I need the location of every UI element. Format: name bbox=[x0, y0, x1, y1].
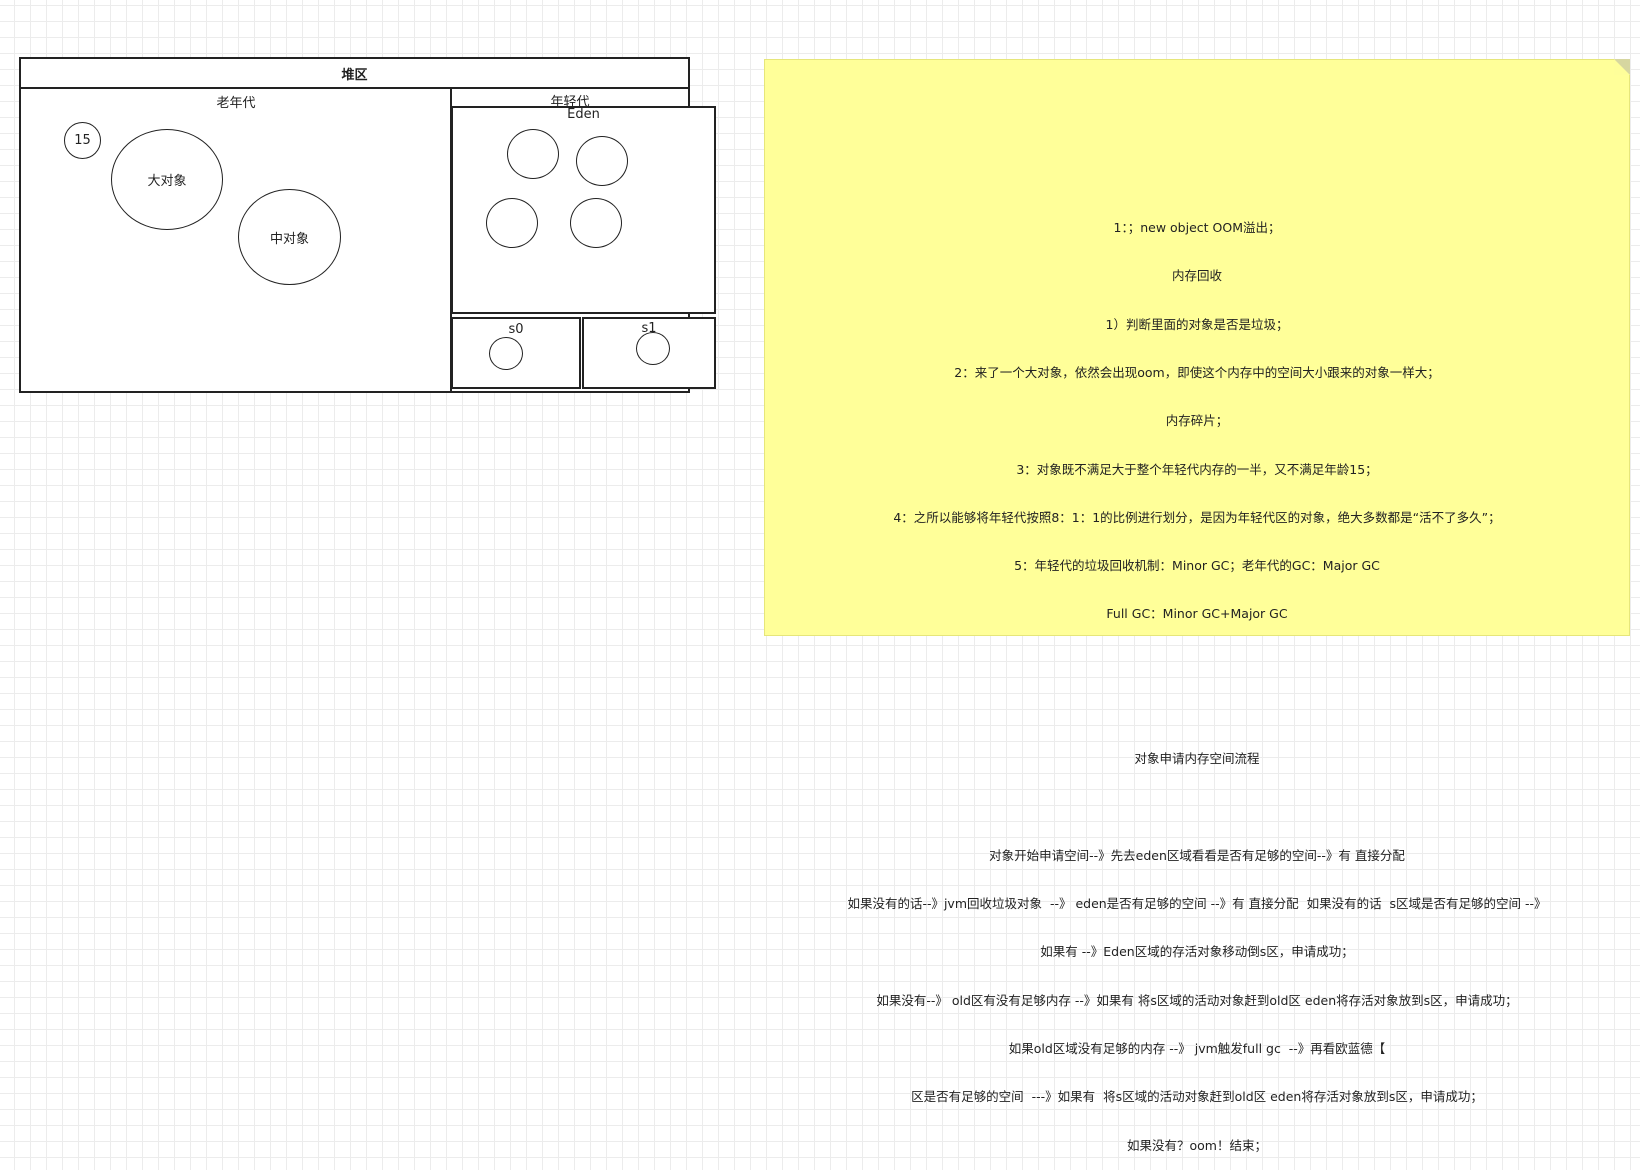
eden-label: Eden bbox=[567, 107, 600, 122]
large-object: 大对象 bbox=[111, 129, 223, 230]
s1-object bbox=[636, 332, 670, 365]
note-line-5: 内存碎片； bbox=[1165, 413, 1229, 429]
note-line-18: 如果old区域没有足够的内存 --》 jvm触发full gc --》再看欧蓝德… bbox=[1008, 1040, 1386, 1056]
eden-object-3 bbox=[486, 198, 538, 248]
note-line-4: 2：来了一个大对象，依然会出现oom，即使这个内存中的空间大小跟来的对象一样大； bbox=[954, 365, 1440, 381]
note-line-13 bbox=[764, 800, 1630, 816]
note-line-20: 如果没有？oom！结束； bbox=[1127, 1137, 1267, 1153]
eden-object-1 bbox=[507, 129, 559, 179]
note-line-7: 4：之所以能够将年轻代按照8：1：1的比例进行划分，是因为年轻代区的对象，绝大多… bbox=[893, 509, 1501, 525]
eden-object-2 bbox=[576, 136, 628, 186]
note-line-17: 如果没有--》 old区有没有足够内存 --》如果有 将s区域的活动对象赶到ol… bbox=[876, 992, 1518, 1008]
sticky-note bbox=[764, 59, 1630, 636]
note-line-3: 1）判断里面的对象是否是垃圾； bbox=[1105, 316, 1289, 332]
note-line-6: 3：对象既不满足大于整个年轻代内存的一半，又不满足年龄15； bbox=[1016, 461, 1378, 477]
note-line-12: 对象申请内存空间流程 bbox=[1134, 751, 1260, 767]
old-gen-label: 老年代 bbox=[216, 96, 256, 111]
note-line-11 bbox=[764, 703, 1630, 719]
s0-label: s0 bbox=[508, 322, 524, 337]
note-text-block: 1：；new object OOM溢出； 内存回收 1）判断里面的对象是否是垃圾… bbox=[764, 188, 1630, 1170]
note-line-1: 1：；new object OOM溢出； bbox=[1113, 220, 1281, 236]
note-line-2: 内存回收 bbox=[1171, 268, 1222, 284]
eden-object-4 bbox=[570, 198, 622, 248]
heap-title: 堆区 bbox=[19, 57, 690, 89]
note-line-19: 区是否有足够的空间 ---》如果有 将s区域的活动对象赶到old区 eden将存… bbox=[911, 1089, 1483, 1105]
s0-object bbox=[489, 337, 523, 370]
note-fold-corner bbox=[1614, 59, 1630, 75]
age-15-object: 15 bbox=[64, 122, 101, 159]
medium-object: 中对象 bbox=[238, 189, 341, 285]
note-line-9: Full GC：Minor GC+Major GC bbox=[1106, 606, 1288, 622]
note-line-16: 如果有 --》Eden区域的存活对象移动倒s区，申请成功； bbox=[1040, 944, 1354, 960]
note-line-10 bbox=[764, 655, 1630, 671]
note-line-8: 5：年轻代的垃圾回收机制：Minor GC；老年代的GC：Major GC bbox=[1014, 558, 1380, 574]
note-line-14: 对象开始申请空间--》先去eden区域看看是否有足够的空间--》有 直接分配 bbox=[989, 847, 1405, 863]
note-line-15: 如果没有的话--》jvm回收垃圾对象 --》 eden是否有足够的空间 --》有… bbox=[847, 896, 1547, 912]
